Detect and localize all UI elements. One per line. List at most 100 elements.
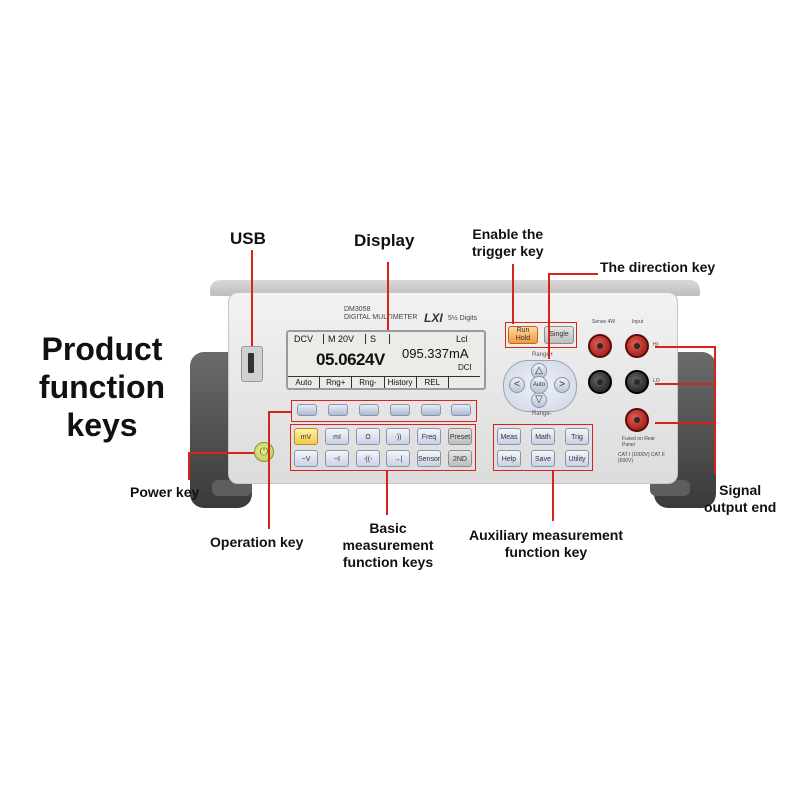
operation-key-6[interactable]: [451, 404, 471, 416]
digits-label: 5½ Digits: [448, 315, 478, 322]
operation-key-2[interactable]: [328, 404, 348, 416]
operation-key-1[interactable]: [297, 404, 317, 416]
power-button[interactable]: ⏻: [254, 442, 274, 462]
key-ac-voltage[interactable]: ~V: [294, 450, 318, 467]
run-hold-key-line-2: Hold: [515, 335, 531, 342]
left-foot: [212, 480, 252, 496]
aux-keys-highlight: [493, 424, 593, 471]
softkey-label-auto: Auto: [288, 377, 321, 388]
key-2nd[interactable]: 2ND: [448, 450, 472, 467]
input-hi-terminal[interactable]: [625, 334, 649, 358]
input-label: Input: [632, 319, 644, 325]
operation-callout-line-h: [268, 411, 292, 413]
direction-callout-line-h: [548, 273, 598, 275]
signal-callout-line-1: [655, 346, 715, 348]
left-arrow-key[interactable]: <: [509, 377, 525, 393]
meas-key[interactable]: Meas: [497, 428, 521, 445]
fused-label: Fused on Rear Panel: [622, 436, 656, 448]
trigger-label-line-1: Enable the: [472, 226, 544, 242]
signal-callout-line-3: [655, 422, 715, 424]
operation-key-3[interactable]: [359, 404, 379, 416]
cat-rating-label: CAT I (1000V) CAT II (600V): [618, 452, 665, 464]
right-arrow-key[interactable]: >: [554, 377, 570, 393]
usb-port[interactable]: [241, 346, 263, 382]
key-capacitance[interactable]: -|(-: [356, 450, 380, 467]
auxiliary-label: Auxiliary measurement function key: [456, 527, 636, 561]
signal-callout-line-2: [655, 383, 715, 385]
lxi-logo: LXI: [424, 311, 443, 325]
sense-lo-terminal[interactable]: [588, 370, 612, 394]
heading-line-3: keys: [66, 407, 138, 443]
range-down-label: Range-: [532, 411, 552, 417]
key-continuity[interactable]: ·)): [386, 428, 410, 445]
lcd-speed: S: [368, 334, 390, 344]
power-icon: ⏻: [259, 446, 269, 458]
key-ac-current[interactable]: ~I: [325, 450, 349, 467]
key-preset[interactable]: Preset: [448, 428, 472, 445]
math-key[interactable]: Math: [531, 428, 555, 445]
heading-line-2: function: [38, 369, 166, 405]
lcd-local: Lcl: [456, 334, 468, 344]
usb-callout-line: [251, 250, 253, 346]
basic-label: Basic measurement function keys: [336, 520, 440, 571]
trigger-label: Enable the trigger key: [472, 226, 544, 260]
save-key[interactable]: Save: [531, 450, 555, 467]
run-hold-key-line-1: Run: [516, 327, 530, 334]
sense-hi-terminal[interactable]: [588, 334, 612, 358]
signal-callout-line-v: [714, 346, 716, 474]
key-resistance[interactable]: Ω: [356, 428, 380, 445]
signal-label-line-2: output end: [704, 499, 777, 515]
signal-label-line-1: Signal: [719, 482, 762, 498]
down-arrow-key[interactable]: ▽: [531, 392, 547, 408]
model-number: DM3058: [344, 306, 371, 313]
auto-key[interactable]: Auto: [530, 376, 548, 394]
basic-label-line-1: Basic: [369, 520, 407, 536]
trigger-keys-highlight: [505, 322, 577, 348]
sense-label: Sense 4W: [592, 319, 616, 325]
key-frequency[interactable]: Freq: [417, 428, 441, 445]
operation-key-5[interactable]: [421, 404, 441, 416]
help-key[interactable]: Help: [497, 450, 521, 467]
range-up-label: Range+: [532, 352, 554, 358]
usb-label: USB: [230, 229, 266, 248]
lcd-softkey-labels: Auto Rng+ Rng- History REL: [288, 376, 480, 388]
key-dc-current[interactable]: mI: [325, 428, 349, 445]
operation-key-4[interactable]: [390, 404, 410, 416]
softkey-label-rng-minus: Rng-: [352, 377, 385, 388]
run-hold-key[interactable]: Run Hold: [508, 326, 538, 344]
lcd-display: DCV M 20V S Lcl 05.0624V 095.337mA DCI A…: [286, 330, 486, 390]
direction-callout-line-v: [548, 273, 550, 359]
lo-label: LO: [653, 378, 660, 384]
display-callout-line: [387, 262, 389, 330]
lcd-sub-mode: DCI: [458, 363, 472, 372]
single-key[interactable]: Single: [544, 326, 574, 344]
softkey-label-rng-plus: Rng+: [320, 377, 353, 388]
basic-label-line-2: measurement: [342, 537, 434, 553]
lcd-sub-reading: 095.337mA: [402, 346, 469, 361]
current-terminal[interactable]: [625, 408, 649, 432]
softkey-label-history: History: [385, 377, 417, 388]
lcd-range: M 20V: [326, 334, 366, 344]
hi-label: HI: [653, 342, 658, 348]
device-name: DIGITAL MULTIMETER: [344, 314, 418, 321]
operation-keys-highlight: [291, 400, 477, 422]
signal-label: Signal output end: [704, 482, 776, 516]
key-dc-millivolt[interactable]: mV: [294, 428, 318, 445]
auxiliary-label-line-2: function key: [504, 544, 588, 560]
key-diode[interactable]: →|: [386, 450, 410, 467]
lcd-main-reading: 05.0624V: [316, 350, 385, 369]
key-sensor[interactable]: Sensor: [417, 450, 441, 467]
operation-label: Operation key: [210, 534, 304, 550]
basic-keys-highlight: [290, 424, 476, 471]
basic-label-line-3: function keys: [342, 554, 434, 570]
display-label: Display: [354, 231, 415, 250]
softkey-label-rel: REL: [417, 377, 449, 388]
trigger-label-line-2: trigger key: [472, 243, 544, 259]
heading-line-1: Product: [41, 331, 163, 367]
trig-key[interactable]: Trig: [565, 428, 589, 445]
right-foot: [650, 480, 690, 496]
aux-callout-line: [552, 471, 554, 521]
lcd-mode: DCV: [292, 334, 324, 344]
input-lo-terminal[interactable]: [625, 370, 649, 394]
utility-key[interactable]: Utility: [565, 450, 589, 467]
